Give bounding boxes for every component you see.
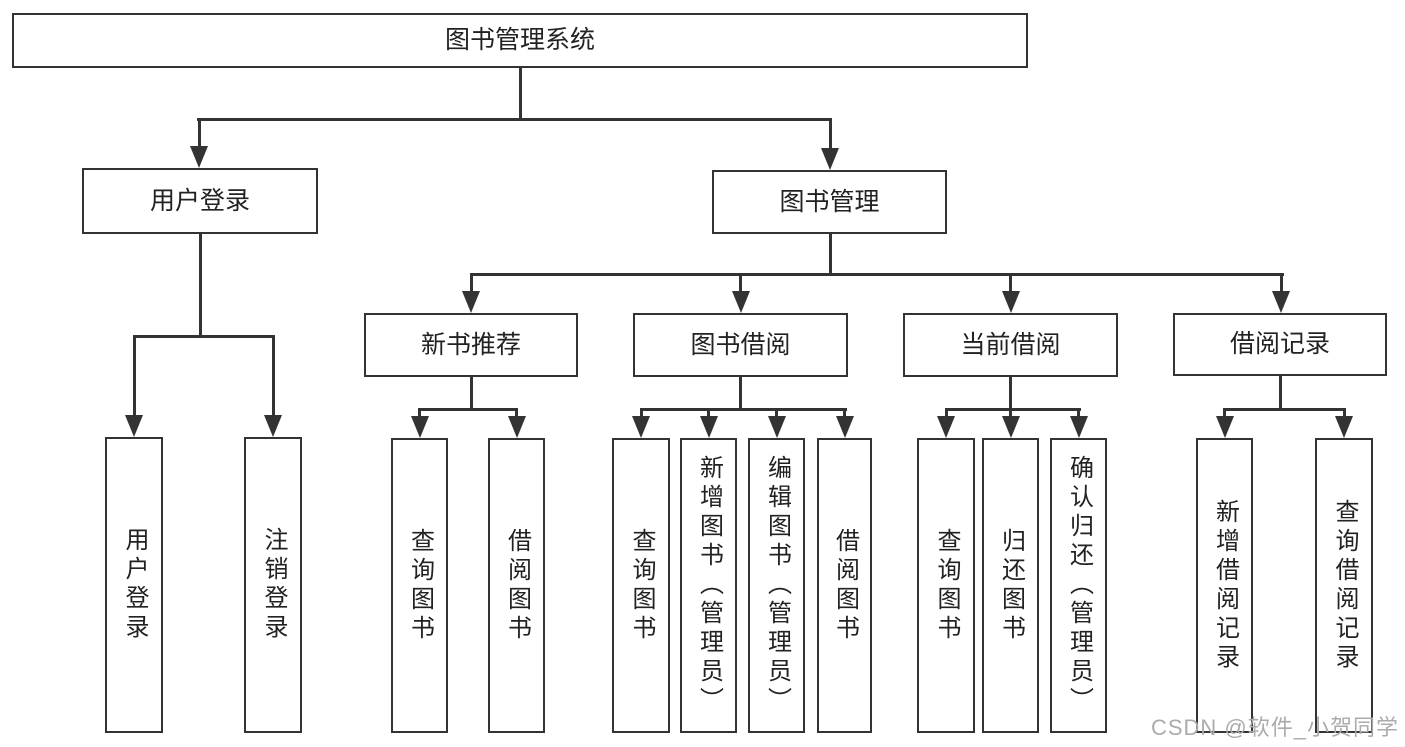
leaf-query-books-3: 查询图书 bbox=[917, 438, 975, 733]
connector-drop-user-login bbox=[197, 118, 201, 148]
leaf-user-login: 用户登录 bbox=[105, 437, 163, 733]
node-current-borrow: 当前借阅 bbox=[903, 313, 1118, 377]
leaf-edit-books-admin: 编辑图书（管理员） bbox=[748, 438, 805, 733]
connector-drop-new-book bbox=[469, 273, 473, 293]
connector-new-book-stem bbox=[469, 377, 473, 411]
connector-drop-query-books-1 bbox=[418, 408, 421, 418]
leaf-query-books-1: 查询图书 bbox=[391, 438, 448, 733]
node-new-book-recommend: 新书推荐 bbox=[364, 313, 578, 377]
connector-user-login-bar bbox=[132, 335, 275, 338]
connector-book-management-stem bbox=[828, 234, 832, 276]
connector-new-book-bar bbox=[418, 408, 518, 411]
connector-drop-edit-books bbox=[775, 408, 778, 418]
connector-drop-borrow-records bbox=[1279, 273, 1283, 293]
leaf-borrow-books-1: 借阅图书 bbox=[488, 438, 545, 733]
connector-drop-query-books-3 bbox=[944, 408, 948, 418]
connector-drop-leaf-logout bbox=[271, 335, 275, 417]
arrow-down-icon bbox=[1001, 291, 1020, 313]
leaf-borrow-books-2: 借阅图书 bbox=[817, 438, 872, 733]
connector-drop-leaf-user-login bbox=[132, 335, 136, 417]
connector-borrow-records-bar bbox=[1223, 408, 1346, 411]
leaf-return-books: 归还图书 bbox=[982, 438, 1039, 733]
leaf-add-books-admin: 新增图书（管理员） bbox=[680, 438, 737, 733]
arrow-down-icon bbox=[462, 291, 480, 313]
connector-current-borrow-bar bbox=[944, 408, 1081, 411]
arrow-down-icon bbox=[507, 416, 526, 438]
connector-current-borrow-stem bbox=[1009, 377, 1012, 411]
arrow-down-icon bbox=[731, 291, 750, 313]
leaf-query-borrow-record: 查询借阅记录 bbox=[1315, 438, 1373, 733]
connector-drop-query-books-2 bbox=[639, 408, 643, 418]
leaf-query-books-2: 查询图书 bbox=[612, 438, 670, 733]
arrow-down-icon bbox=[190, 146, 208, 168]
arrow-down-icon bbox=[1335, 416, 1353, 438]
arrow-down-icon bbox=[821, 148, 839, 170]
arrow-down-icon bbox=[767, 416, 786, 438]
arrow-down-icon bbox=[937, 416, 955, 438]
arrow-down-icon bbox=[632, 416, 650, 438]
connector-book-borrow-stem bbox=[739, 377, 742, 411]
connector-book-borrow-bar bbox=[639, 408, 847, 411]
connector-root-bar bbox=[196, 118, 832, 121]
csdn-watermark: CSDN @软件_小贺同学 bbox=[1150, 715, 1399, 740]
connector-drop-add-record bbox=[1223, 408, 1226, 418]
connector-book-management-bar bbox=[469, 273, 1284, 276]
connector-drop-book-management bbox=[828, 118, 832, 150]
node-book-borrow: 图书借阅 bbox=[633, 313, 848, 377]
leaf-logout: 注销登录 bbox=[244, 437, 302, 733]
connector-drop-query-record bbox=[1342, 408, 1346, 418]
connector-borrow-records-stem bbox=[1278, 376, 1282, 411]
arrow-down-icon bbox=[1215, 416, 1234, 438]
arrow-down-icon bbox=[835, 416, 854, 438]
connector-drop-current-borrow bbox=[1009, 273, 1012, 293]
connector-drop-book-borrow bbox=[739, 273, 742, 293]
arrow-down-icon bbox=[1272, 291, 1290, 313]
connector-drop-borrow-books-2 bbox=[843, 408, 846, 418]
connector-drop-return-books bbox=[1009, 408, 1012, 418]
connector-user-login-stem bbox=[198, 234, 202, 338]
arrow-down-icon bbox=[699, 416, 718, 438]
connector-root-stem bbox=[518, 68, 522, 121]
arrow-down-icon bbox=[410, 416, 429, 438]
connector-drop-confirm-return bbox=[1077, 408, 1080, 418]
connector-drop-add-books bbox=[707, 408, 710, 418]
arrow-down-icon bbox=[1001, 416, 1020, 438]
leaf-add-borrow-record: 新增借阅记录 bbox=[1196, 438, 1253, 733]
leaf-confirm-return-admin: 确认归还（管理员） bbox=[1050, 438, 1107, 733]
arrow-down-icon bbox=[264, 415, 282, 437]
connector-drop-borrow-books-1 bbox=[515, 408, 518, 418]
node-borrow-records: 借阅记录 bbox=[1173, 313, 1387, 376]
node-user-login: 用户登录 bbox=[82, 168, 318, 234]
node-root: 图书管理系统 bbox=[12, 13, 1028, 68]
node-book-management: 图书管理 bbox=[712, 170, 947, 234]
arrow-down-icon bbox=[1069, 416, 1088, 438]
arrow-down-icon bbox=[125, 415, 143, 437]
